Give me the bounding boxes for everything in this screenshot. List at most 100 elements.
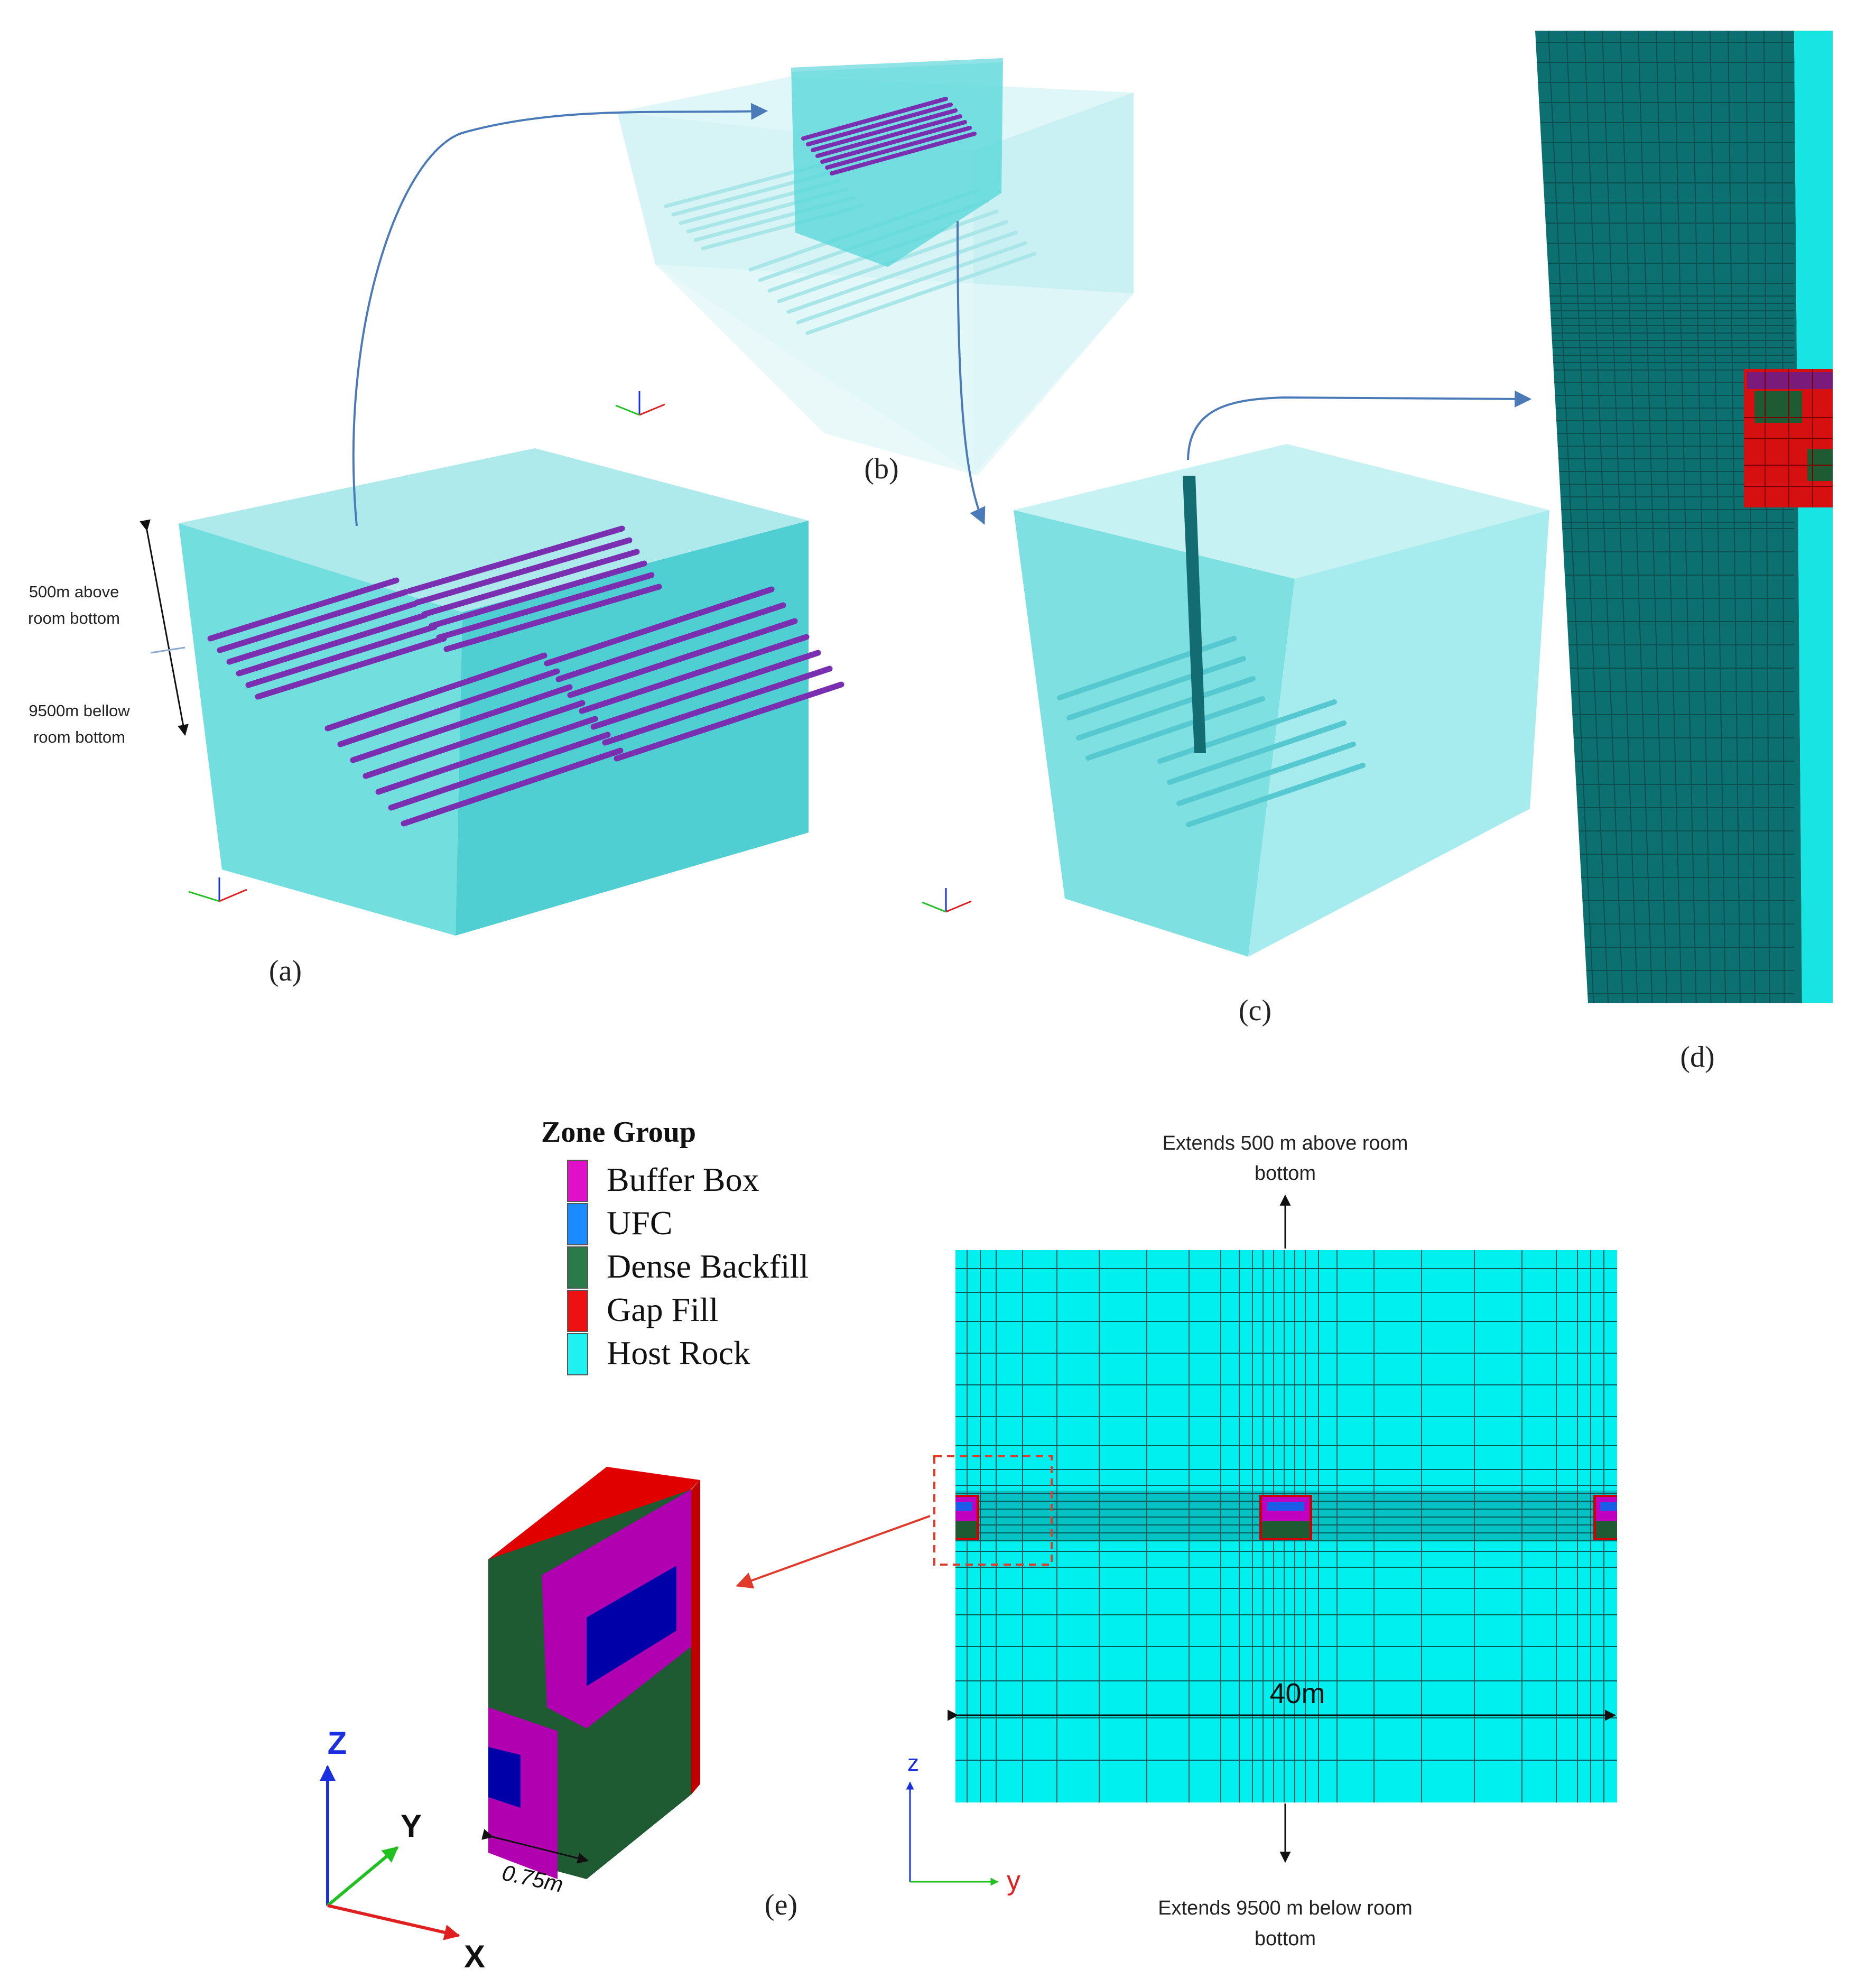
panel-a-domain-model: 500m above room bottom 9500m bellow room…	[28, 448, 844, 987]
extends-above-line2: bottom	[1255, 1162, 1316, 1185]
legend-swatch	[567, 1333, 588, 1375]
room-drift	[375, 716, 598, 795]
legend-item-label: Gap Fill	[607, 1291, 719, 1328]
panel-b-outer-bottom	[655, 264, 1134, 476]
room-drift	[217, 589, 409, 653]
arrow-a-to-b	[352, 103, 768, 526]
mesh-line	[1566, 30, 1609, 1004]
extends-below-line1: Extends 9500 m below room	[1158, 1897, 1413, 1919]
legend-item-label: Host Rock	[607, 1334, 750, 1372]
legend-item-label: UFC	[607, 1204, 673, 1242]
room-drift	[544, 586, 775, 667]
room-drift	[436, 572, 655, 641]
panel-b-submodel: (b)	[615, 58, 1134, 485]
panel-c-column-model: (c)	[922, 444, 1549, 1027]
mesh-line	[1548, 30, 1594, 1004]
room-drift	[226, 600, 419, 665]
room-drift	[602, 665, 833, 746]
room-drift	[830, 132, 977, 175]
dimension-arrow	[140, 519, 189, 736]
faint-room-drift	[1066, 656, 1246, 720]
panel-c-column	[1183, 476, 1206, 753]
arrow-b-to-c	[957, 220, 986, 525]
room-drift	[414, 537, 633, 606]
panel-a-label: (a)	[269, 955, 302, 987]
faint-room-drift	[786, 230, 1018, 314]
panel-d-label: (d)	[1680, 1041, 1714, 1074]
emplacement-right	[1593, 1495, 1617, 1540]
dim-above-line1: 500m above	[29, 582, 119, 601]
mesh-line	[1584, 30, 1623, 1004]
thickness-dimension-arrow	[481, 1829, 589, 1864]
room-drift	[590, 650, 821, 730]
legend-swatch	[567, 1203, 588, 1245]
block-right-side-gap-fill	[691, 1480, 700, 1795]
panel-b-rooms	[801, 97, 977, 175]
faint-room-drift	[1167, 720, 1347, 785]
faint-room-drift	[1076, 676, 1256, 741]
mesh-line	[1656, 30, 1682, 1004]
room-drift	[406, 525, 625, 594]
axis3d-x-icon	[327, 1904, 460, 1940]
room-drift	[614, 681, 844, 762]
panel-b-label: (b)	[864, 452, 898, 485]
panel-c-label: (c)	[1239, 994, 1271, 1027]
panel-a-rooms	[207, 525, 844, 827]
room-drift	[350, 684, 573, 763]
room-drift	[363, 700, 586, 779]
panel-c-top	[1014, 444, 1549, 579]
dim-above-line2: room bottom	[28, 609, 120, 627]
faint-room-drift	[1186, 763, 1366, 827]
room-drift	[255, 635, 447, 700]
panel-c-faint-rooms	[1057, 636, 1366, 827]
emplacement-center	[1259, 1495, 1312, 1540]
room-drift	[801, 97, 948, 141]
legend-swatch	[567, 1290, 588, 1332]
mesh-line	[1746, 30, 1756, 1004]
arrow-c-to-d	[1187, 390, 1532, 460]
emplacement-3d-block	[488, 1467, 700, 1879]
axis3d-x-label: X	[464, 1939, 485, 1974]
room-drift	[806, 103, 953, 146]
legend-item-label: Buffer Box	[607, 1161, 759, 1198]
dim-below-line2: room bottom	[33, 728, 125, 746]
panel-a-block-top	[179, 448, 809, 612]
room-drift	[825, 126, 972, 170]
legend-item-label: Dense Backfill	[607, 1247, 809, 1285]
panel-e-label: (e)	[765, 1889, 797, 1921]
zoom-box	[933, 1455, 1053, 1566]
room-drift	[245, 624, 438, 688]
axis-triad-icon	[188, 877, 247, 902]
faint-room-drift	[796, 241, 1027, 325]
room-drift	[401, 747, 624, 827]
emplacement-left	[955, 1495, 979, 1540]
faint-room-drift	[1057, 636, 1237, 700]
legend-swatch	[567, 1160, 588, 1202]
mesh-line	[1620, 30, 1653, 1004]
faint-room-drift	[1157, 699, 1337, 764]
panel-c-right	[1248, 510, 1549, 957]
axis-triad-icon	[922, 888, 972, 913]
panel-d-mesh-lines	[1536, 30, 1794, 1004]
extends-above-line1: Extends 500 m above room	[1163, 1132, 1408, 1154]
width-label: 40m	[1269, 1678, 1325, 1709]
legend-title: Zone Group	[541, 1116, 696, 1149]
axis2d-y-label: y	[1007, 1865, 1020, 1896]
room-drift	[579, 634, 810, 714]
axis2d-z-label: z	[907, 1750, 919, 1776]
block-ufc-lower	[488, 1747, 521, 1808]
room-drift	[815, 114, 962, 158]
mesh-line	[1710, 30, 1726, 1004]
mesh-line	[1602, 30, 1638, 1004]
mesh-line	[1638, 30, 1668, 1004]
room-drift	[236, 612, 428, 677]
extends-below-line2: bottom	[1255, 1928, 1316, 1950]
room-drift	[421, 549, 640, 617]
mesh-line	[1692, 30, 1712, 1004]
block-ufc-upper	[587, 1566, 676, 1686]
room-drift	[324, 652, 547, 732]
room-drift	[811, 108, 958, 152]
dim-below-line1: 9500m bellow	[29, 701, 130, 720]
